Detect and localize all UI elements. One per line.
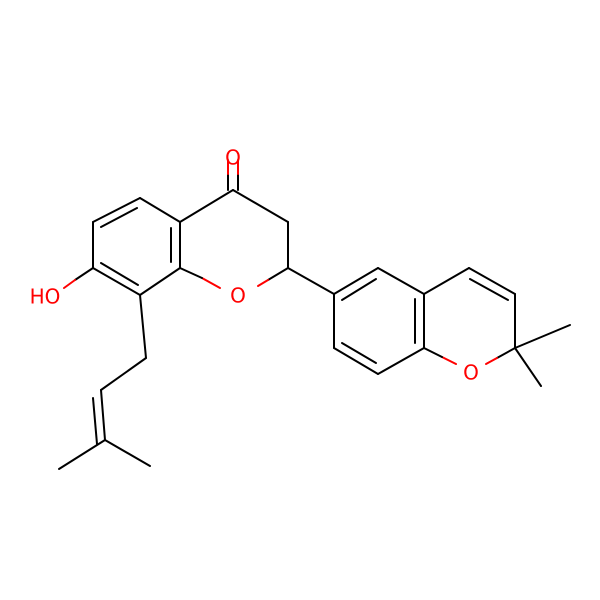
bond-c2-o1-red [257,279,269,287]
bond-ar5-ar6 [333,347,379,375]
bond-c4-c4a [179,189,234,223]
bond-cme2-o [496,347,516,359]
bond-ch-c-double [100,389,106,441]
bond-ar1-ar2 [333,267,379,295]
chromene-ring-oxygen-label: O [463,361,479,385]
bond-ar2-ar3 [377,267,425,295]
bond-c2-aryl [287,267,335,295]
bond-c7-oh-red [63,279,76,289]
carbonyl-oxygen-label: O [225,146,241,170]
bond-cme2-methyl-upper [514,324,571,349]
bond-c8-c8a [139,267,181,296]
bond-c4-c3 [232,189,289,223]
bond-cme2-methyl-lower [514,347,542,387]
chromanone-ring-oxygen-label: O [230,284,246,308]
bond-lines [58,159,571,470]
bond-ch2-ch [100,357,147,391]
bond-c-methyl-left [58,439,106,470]
bond-c5-c6 [92,197,141,223]
bond-c7-c8-inner [100,262,139,286]
bond-c4a-c5 [139,197,181,223]
bond-o1-c8a [179,267,203,279]
bond-ar1-ar2-inner [341,278,377,301]
bond-ar4-ar5 [377,347,425,375]
bond-c7-oh [74,267,94,281]
bond-ch-c-double-inner [92,397,98,445]
bond-c7-c8 [92,267,141,296]
bond-c5-c6-inner [100,207,138,228]
bond-o1-c8a-red [201,277,221,289]
bond-c-methyl-right [104,439,151,467]
bond-ar3-ch [423,267,470,295]
bond-ch-ch-double [468,267,516,295]
bond-o-ar4 [423,347,443,358]
bond-ch-ch-double-inner [469,278,509,301]
hydroxyl-label: HO [30,285,61,309]
bond-cme2-o-red [485,357,498,365]
atom-labels: O HO O O [30,146,479,385]
bond-c8-ch2 [139,294,147,359]
bond-ar5-ar6-inner [341,342,377,364]
bond-o-ar4-red [441,356,457,365]
bond-c2-o1 [267,267,289,281]
